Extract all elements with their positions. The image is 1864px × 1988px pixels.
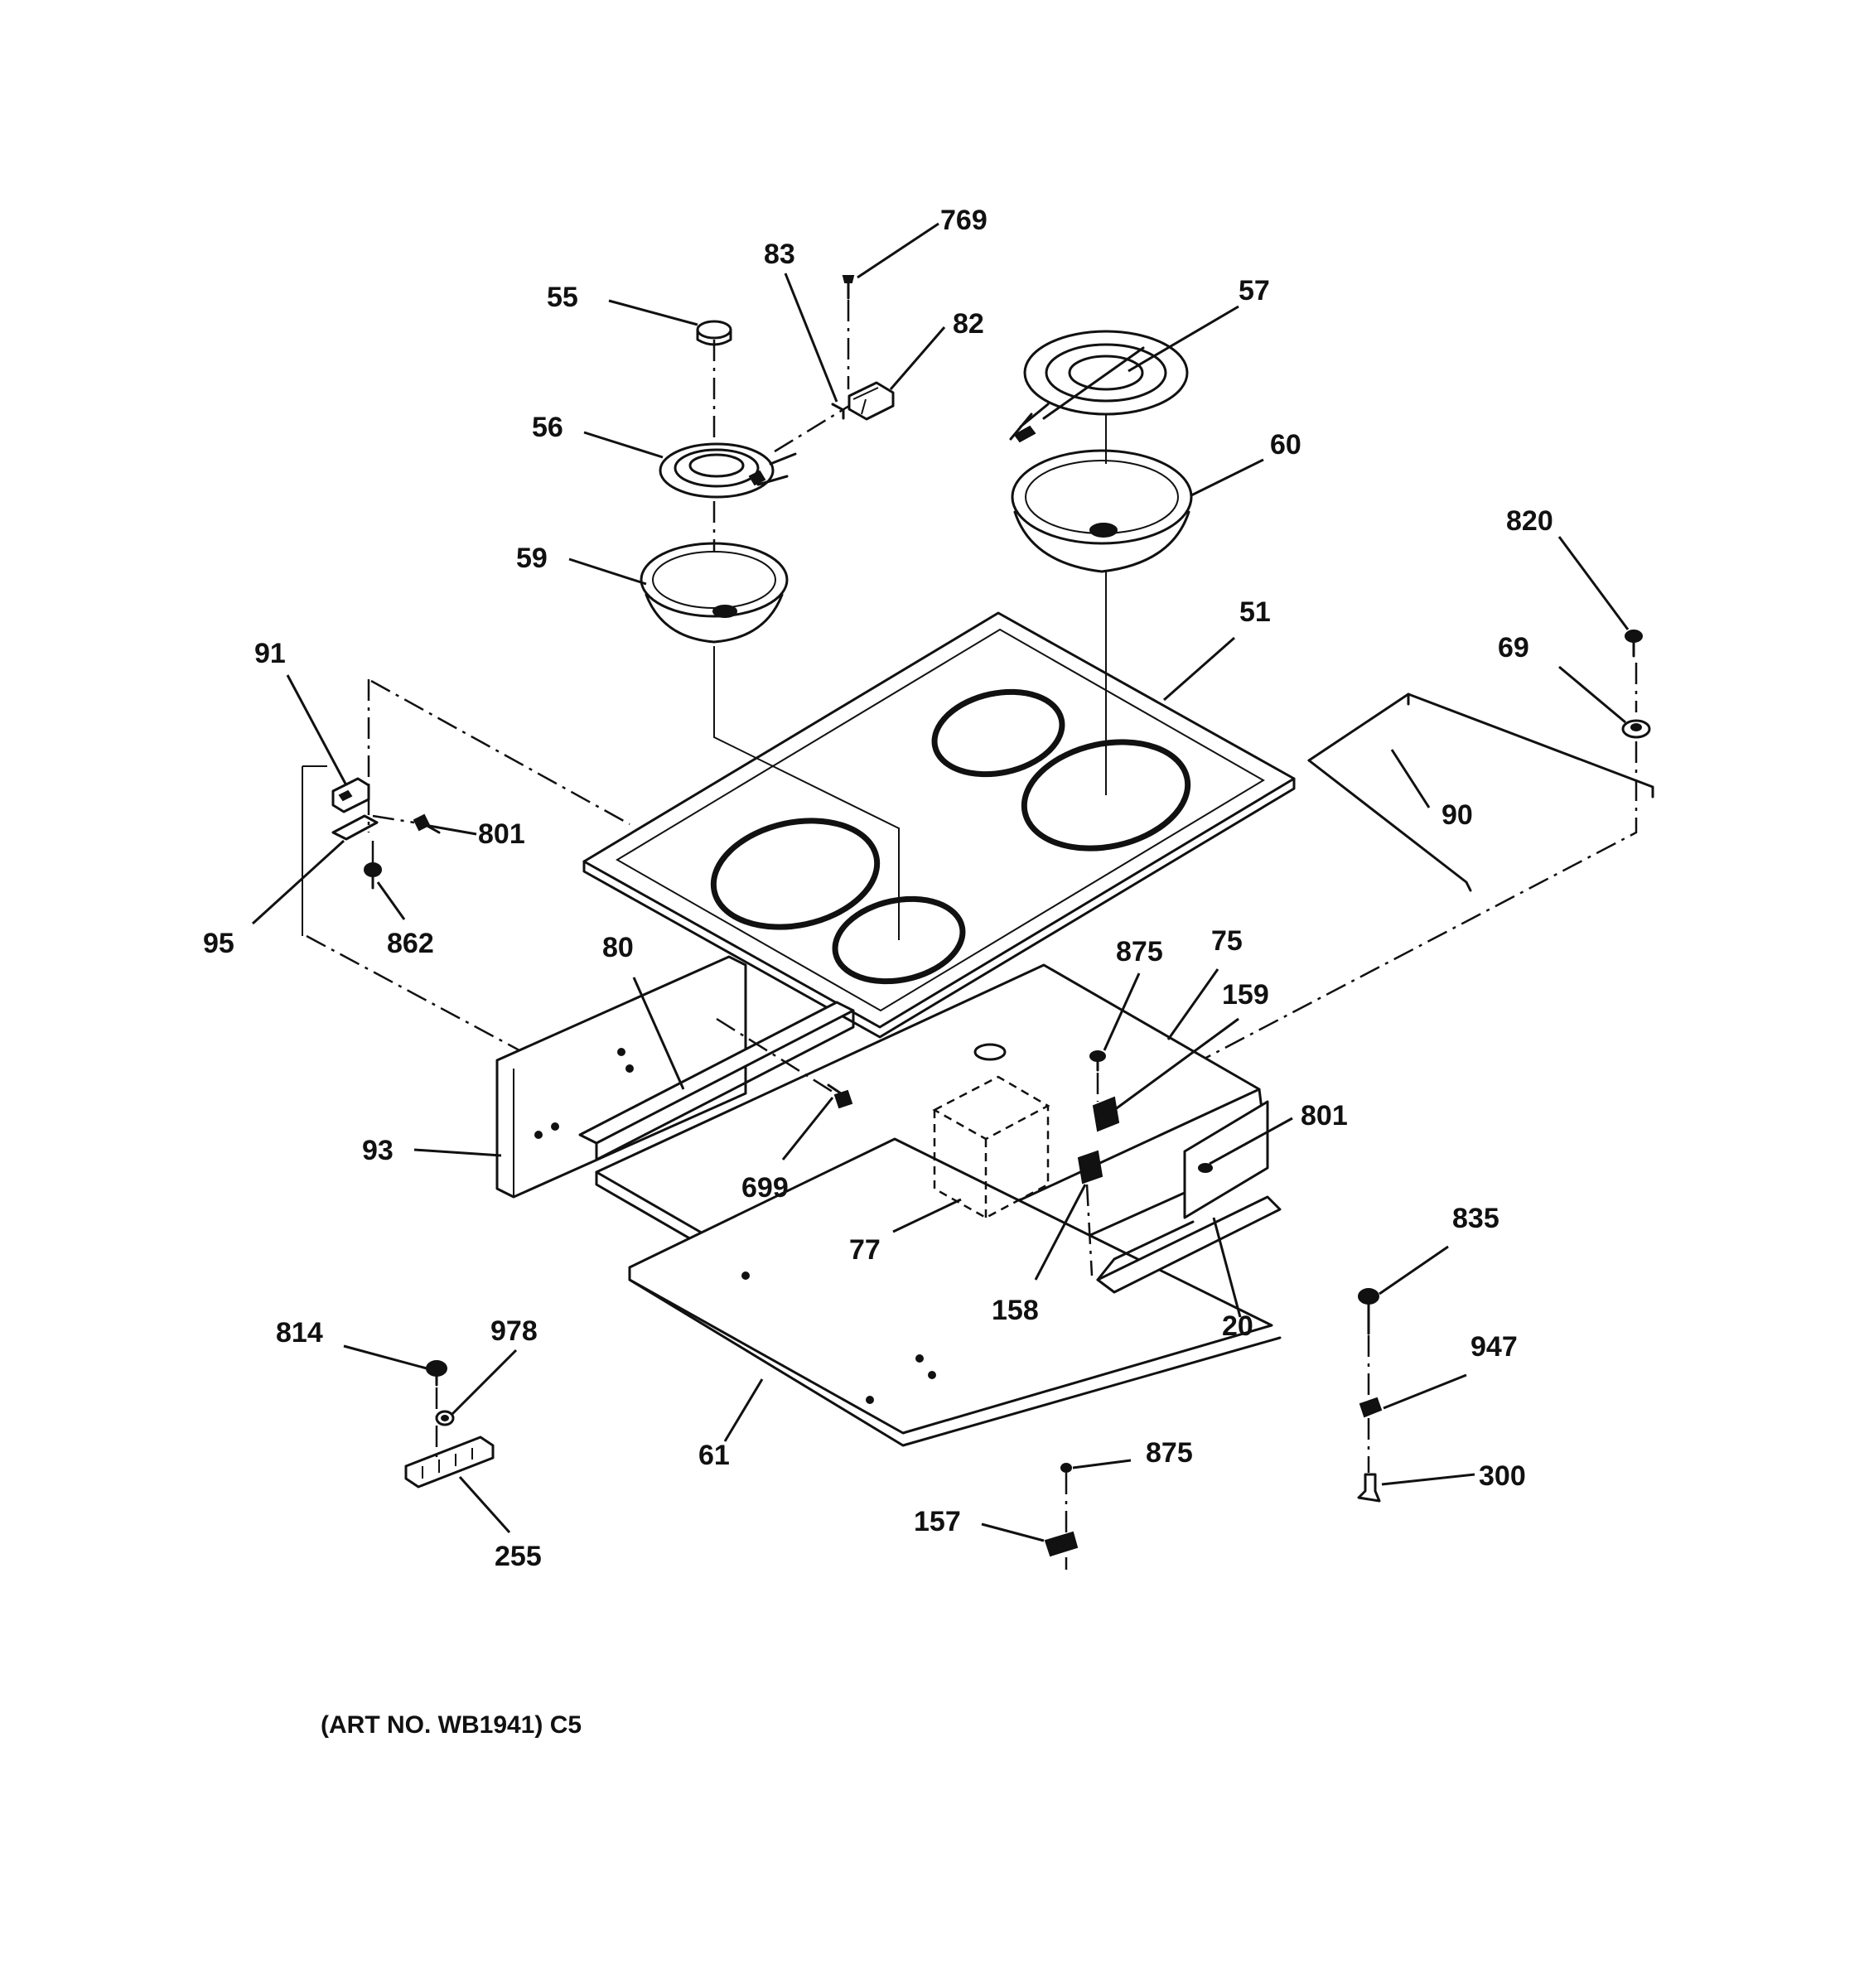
bracket-91: [331, 777, 370, 813]
screw-820: [1625, 630, 1643, 658]
clip-159: [1092, 1096, 1120, 1132]
cooktop-top-51: [582, 611, 1296, 1039]
terminal-block-255: [404, 1436, 495, 1489]
label-91: 91: [254, 638, 286, 669]
label-875a: 875: [1116, 936, 1163, 967]
label-769: 769: [940, 205, 988, 236]
label-82: 82: [953, 308, 984, 340]
drip-pan-60: [1011, 449, 1193, 573]
label-159: 159: [1222, 979, 1269, 1011]
terminal-plate-801b: [1183, 1100, 1269, 1219]
label-57: 57: [1239, 275, 1270, 306]
label-75: 75: [1211, 925, 1243, 957]
bracket-20: [1096, 1195, 1282, 1294]
clip-158: [1077, 1150, 1103, 1185]
label-947: 947: [1470, 1331, 1518, 1363]
label-157: 157: [914, 1506, 961, 1537]
drip-pan-59: [640, 542, 789, 644]
label-83: 83: [764, 239, 795, 270]
label-61: 61: [698, 1440, 730, 1471]
label-90: 90: [1441, 799, 1473, 831]
art-number-note: (ART NO. WB1941) C5: [321, 1711, 582, 1739]
leg-300: [1357, 1473, 1381, 1503]
washer-978: [435, 1410, 455, 1426]
label-51: 51: [1239, 596, 1271, 628]
label-20: 20: [1222, 1310, 1253, 1342]
screw-814: [426, 1360, 447, 1387]
rear-trim-90: [1307, 692, 1654, 892]
label-801b: 801: [1301, 1100, 1348, 1132]
label-158: 158: [992, 1295, 1039, 1326]
screw-875b: [1060, 1463, 1072, 1473]
leader-lines: [251, 222, 1630, 1542]
switch-box-77: [932, 1043, 1050, 1219]
label-95: 95: [203, 928, 234, 959]
label-55: 55: [547, 282, 578, 313]
label-93: 93: [362, 1135, 394, 1166]
label-77: 77: [849, 1234, 881, 1266]
label-801a: 801: [478, 818, 525, 850]
screw-875a: [1089, 1050, 1106, 1072]
label-255: 255: [495, 1541, 542, 1572]
screw-801a: [413, 813, 441, 834]
label-60: 60: [1270, 429, 1301, 461]
label-875b: 875: [1146, 1437, 1193, 1469]
clip-157: [1044, 1531, 1079, 1557]
bottom-pan-61: [628, 1137, 1282, 1447]
screw-862: [364, 862, 382, 890]
nut-947: [1359, 1397, 1383, 1418]
label-814: 814: [276, 1317, 323, 1349]
surface-unit-56: [659, 442, 797, 499]
label-80: 80: [602, 932, 634, 963]
label-59: 59: [516, 543, 548, 574]
bracket-95: [331, 814, 379, 841]
label-56: 56: [532, 412, 563, 443]
label-835: 835: [1452, 1203, 1499, 1234]
bolt-835: [1358, 1288, 1379, 1335]
label-300: 300: [1479, 1460, 1526, 1492]
screw-769: [842, 275, 855, 300]
rail-80: [578, 1001, 855, 1161]
surface-unit-57: [1009, 330, 1189, 443]
receptacle-82: [847, 381, 895, 421]
clip-69: [1621, 719, 1651, 739]
screw-699: [827, 1083, 853, 1109]
label-699: 699: [741, 1172, 789, 1204]
label-820: 820: [1506, 505, 1553, 537]
side-panel-93: [495, 955, 747, 1199]
label-978: 978: [490, 1315, 538, 1347]
label-69: 69: [1498, 632, 1529, 663]
label-862: 862: [387, 928, 434, 959]
